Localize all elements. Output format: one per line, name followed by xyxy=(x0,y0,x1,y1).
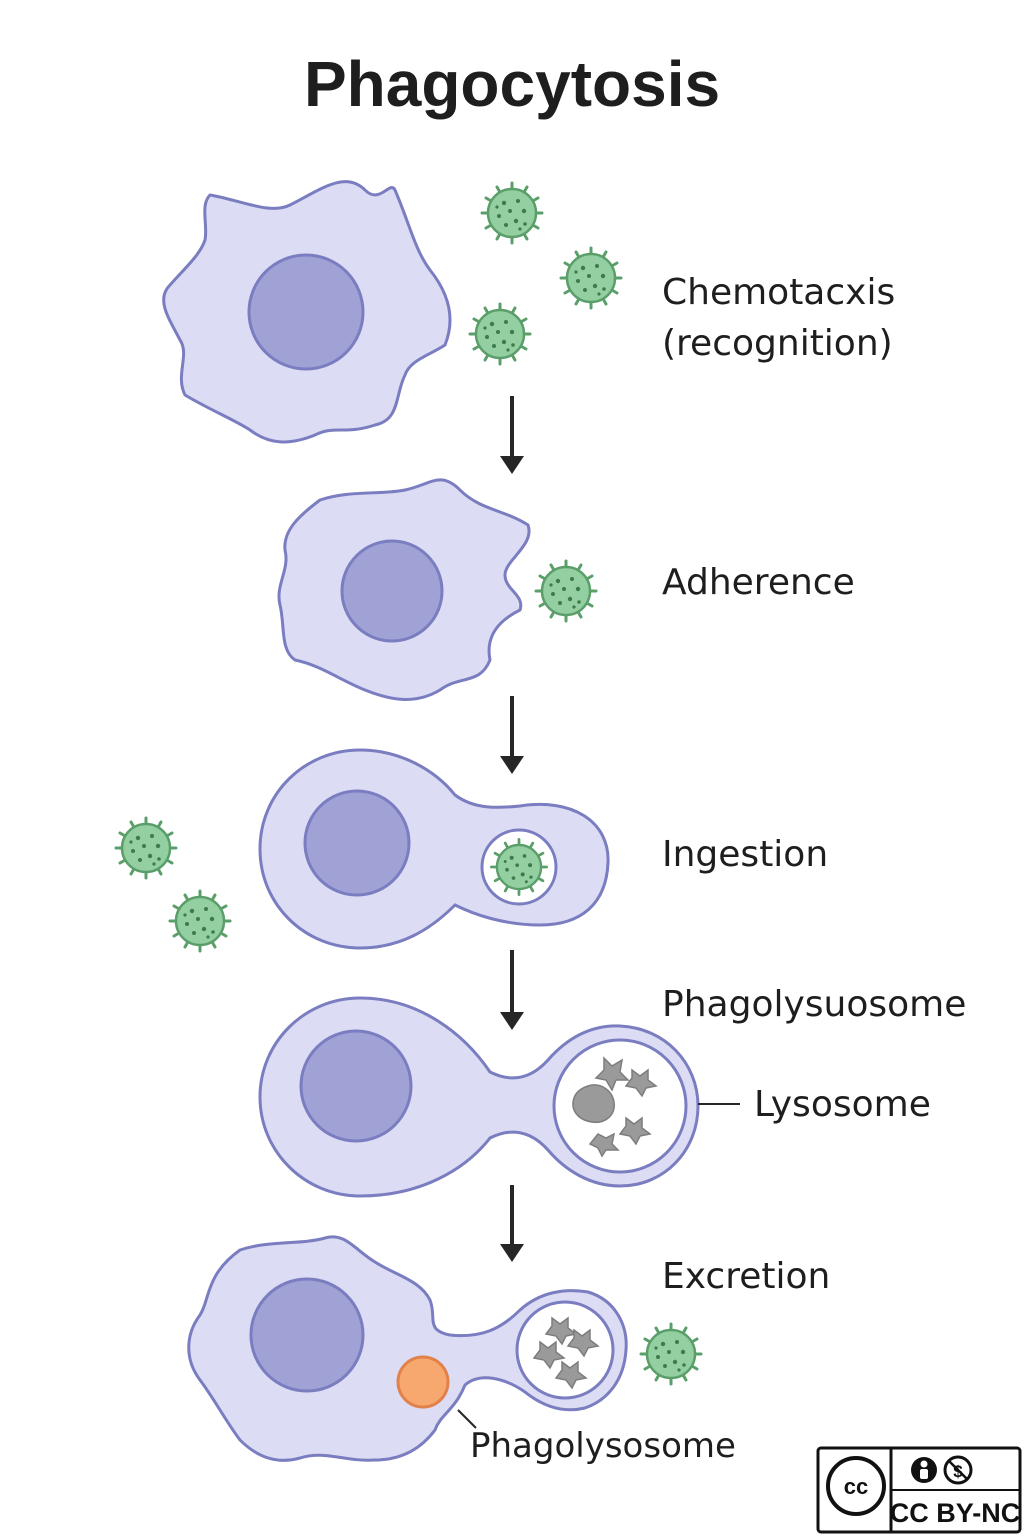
phagolysosome-vacuole xyxy=(552,1038,688,1174)
bacterium xyxy=(534,559,598,623)
license-badge: cc $ CC BY-NC xyxy=(816,1446,1022,1534)
svg-text:cc: cc xyxy=(844,1474,868,1499)
bacterium-expelled xyxy=(639,1322,703,1386)
arrow-down-icon xyxy=(500,950,524,1030)
arrow-down-icon xyxy=(500,696,524,774)
lysosome-label: Lysosome xyxy=(754,1084,931,1125)
phagolysuosome-label: Phagolysuosome xyxy=(662,984,966,1025)
nucleus xyxy=(303,789,411,897)
recognition-label: (recognition) xyxy=(662,323,893,364)
page-title: Phagocytosis xyxy=(304,48,720,120)
nucleus xyxy=(340,539,444,643)
digested-debris xyxy=(572,1056,658,1158)
bacterium xyxy=(480,181,544,245)
license-text: CC BY-NC xyxy=(890,1498,1021,1528)
phagolysosome-pointer-line xyxy=(457,1409,477,1429)
phagolysosome-orange-vesicle xyxy=(396,1355,450,1409)
by-person-icon xyxy=(911,1457,937,1483)
digested-debris xyxy=(532,1316,600,1390)
step-chemotaxis: Chemotacxis (recognition) xyxy=(162,180,895,444)
step-adherence: Adherence xyxy=(277,478,855,701)
arrow-down-icon xyxy=(500,1185,524,1262)
cc-logo-icon: cc xyxy=(826,1456,886,1516)
bacterium xyxy=(114,816,178,880)
bacterium xyxy=(168,889,232,953)
nucleus xyxy=(247,253,365,371)
step-phagolysosome: Phagolysuosome Lysosome xyxy=(258,984,966,1198)
excretion-label: Excretion xyxy=(662,1256,830,1297)
ingestion-label: Ingestion xyxy=(662,834,828,875)
bacterium xyxy=(559,246,623,310)
adherence-label: Adherence xyxy=(662,562,855,603)
phagolysosome-vacuole xyxy=(515,1300,615,1400)
step-ingestion: Ingestion xyxy=(114,748,828,953)
bacterium xyxy=(468,302,532,366)
step-excretion: Excretion Phagolysosome xyxy=(187,1235,830,1466)
nucleus xyxy=(249,1277,365,1393)
noncommercial-icon: $ xyxy=(943,1455,973,1485)
phagolysosome-label: Phagolysosome xyxy=(470,1426,736,1466)
nucleus xyxy=(299,1029,413,1143)
chemotaxis-label: Chemotacxis xyxy=(662,272,895,313)
arrow-down-icon xyxy=(500,396,524,474)
